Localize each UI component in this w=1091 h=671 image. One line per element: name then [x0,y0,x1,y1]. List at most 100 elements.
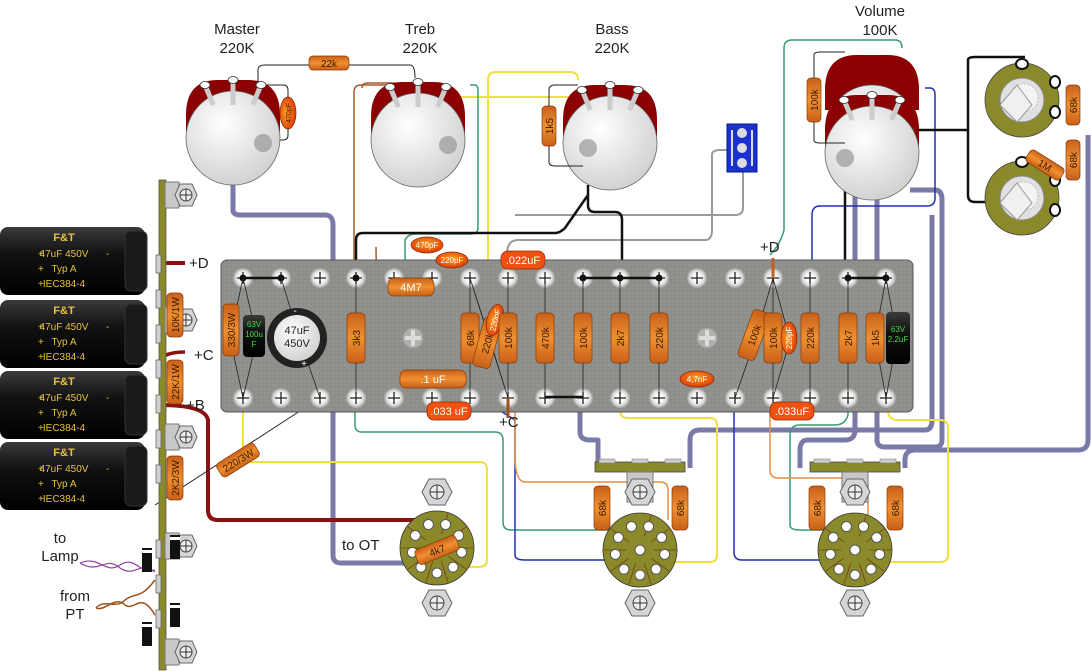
terminal-block [726,123,758,173]
input-jack-1[interactable] [984,58,1061,138]
resistor-100k-volume-label: 100k [810,88,821,111]
strip-tags [155,254,162,629]
filter-cap-plus: + [38,393,44,404]
cap-220pf-a-label: 220pF [441,256,464,265]
wire-blue-2 [733,398,828,561]
tube-resistor-label: 68k [598,499,609,516]
pot-ground-point [439,136,457,154]
tube-plate-resistor: 68k [886,485,904,531]
electrolytic-2-2uf-value: 2.2uF [888,335,909,344]
electrolytic-47uf-voltage: 450V [284,338,310,350]
cap-033uf: .033 uF [426,401,472,421]
wire-brown-treb [353,84,392,262]
resistor-330-label: 330/3W [227,312,238,347]
turret [687,268,707,288]
filter-cap-rating: 47uF 450V [40,249,89,260]
filter-cap-type: Typ A [51,264,76,275]
wire-shield-grid [687,215,935,468]
tube-plate-resistor: 68k [593,485,611,531]
filter-cap-brand: F&T [53,447,75,459]
filter-cap-plus: + [38,464,44,475]
tube-pin [865,563,877,575]
wire-thin-22k [257,64,416,85]
diode [170,603,180,627]
wire-shield-board [577,396,601,468]
cap-033uf-b: .033uF [769,401,815,421]
resistor-470k-label: 470k [541,326,552,349]
board [220,259,914,413]
pot-lug [199,81,211,89]
electrolytic-47uf-plus: + [301,359,307,370]
node-label-d: +D [189,255,209,272]
lamp-label-2: Lamp [41,548,79,565]
resistor-100k-c: 100k [737,309,771,361]
wire-yellow-3 [880,398,949,563]
pot-lug [412,78,424,86]
cap-220pf-c-label: 220pF [785,327,794,350]
wire-shield-master [230,85,430,566]
resistor-22k-label: 22k [321,59,338,70]
resistor-4k7: 4k7 [414,535,460,565]
cap-470pf-master: 470pF [279,96,297,130]
tube-pin [824,548,836,560]
tube-pin [656,532,668,543]
node-label-b: +B [186,397,205,414]
wire-red-b [159,403,428,522]
electrolytic-100u-value: 100u [245,330,263,339]
filter-cap-plus: + [38,479,44,490]
tube-pin [849,569,861,581]
mount-nut [624,589,656,617]
electrolytic-47uf-board: 47uF 450V - + [267,306,327,370]
strip-resistor-2k2: 2K2/3W [166,455,184,501]
input-jacks [984,58,1061,236]
tube-resistor-label: 68k [891,499,902,516]
pot-lug [227,76,239,84]
filter-cap-spec: IEC384-4 [43,352,86,363]
mount-nut [624,478,656,506]
resistor-220k-c-label: 220k [806,326,817,349]
pot-lug [384,83,396,91]
tube-pin [650,563,662,575]
tube-pin [422,519,434,531]
filter-cap-plus: + [38,423,44,434]
filter-cap-spec: IEC384-4 [43,279,86,290]
tube-pin [634,569,646,581]
pot-volume-name: Volume [855,3,905,20]
tube-pin [440,519,452,531]
diode [142,548,152,572]
wire-black-bass [354,185,624,278]
filter-cap-spec: IEC384-4 [43,423,86,434]
strip-resistor-22k-label: 22K/1W [171,364,182,400]
resistor-4m7: 4M7 [387,277,435,297]
input-jack-2[interactable] [984,156,1061,236]
cap-4-7nf-label: 4,7nF [687,375,708,384]
filter-cap-rating: 47uF 450V [40,393,89,404]
resistor-100k-b: 100k [573,312,593,364]
cap-1uf-label: .1 uF [420,374,445,386]
strip-resistor-10k-label: 10K/1W [171,297,182,333]
resistor-220-3w: 220/3W [216,442,260,478]
resistor-100k-d: 100k [763,312,783,364]
tube-pin [609,548,621,560]
tube-pin [456,546,468,558]
wire-grey-1 [506,149,742,255]
filter-cap-minus: - [106,464,109,475]
tube-resistor-label: 68k [813,499,824,516]
electrolytic-100u: 63V 100u F [243,315,265,357]
strip-resistor-2k2-label: 2K2/3W [171,460,182,496]
wire-green-3 [769,39,903,256]
node-label-c: +C [194,347,214,364]
filter-cap-minus: - [106,322,109,333]
turret [687,388,707,408]
filter-cap-rating: 47uF 450V [40,322,89,333]
